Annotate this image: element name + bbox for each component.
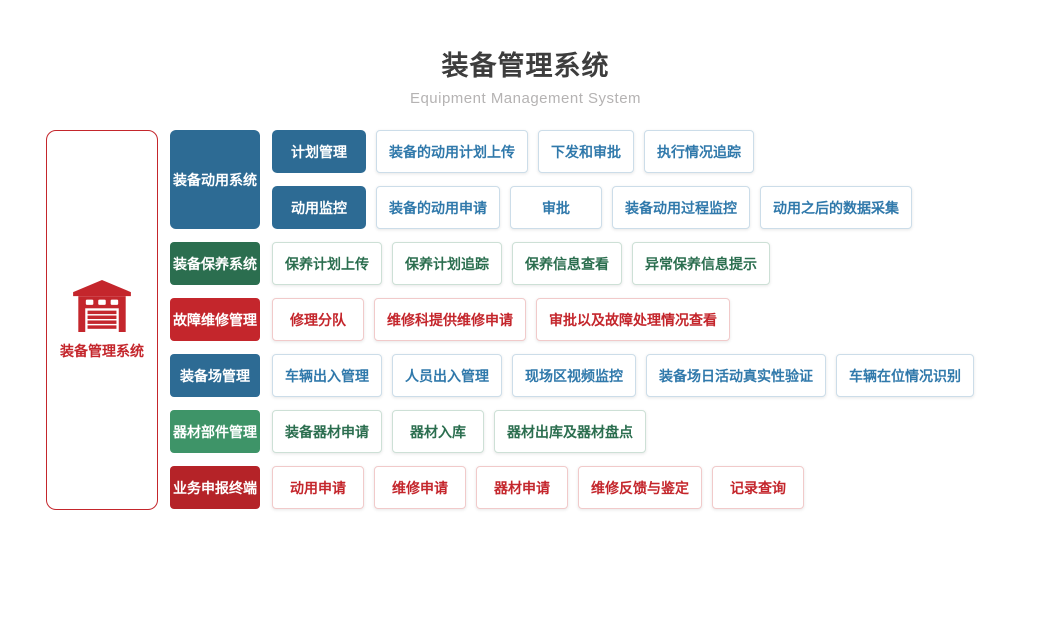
- subcategory-plan-management: 计划管理: [272, 130, 366, 173]
- category-depot-management: 装备场管理: [170, 354, 260, 397]
- feature-item: 现场区视频监控: [512, 354, 636, 397]
- page-subtitle: Equipment Management System: [409, 90, 642, 107]
- module-groups: 装备动用系统计划管理装备的动用计划上传下发和审批执行情况追踪动用监控装备的动用申…: [170, 130, 974, 509]
- header: 装备管理系统 Equipment Management System: [0, 0, 1051, 107]
- feature-item: 装备器材申请: [272, 410, 382, 453]
- feature-item: 保养计划上传: [272, 242, 382, 285]
- subgroup-row-plan-management: 计划管理装备的动用计划上传下发和审批执行情况追踪: [272, 130, 912, 173]
- subgroup-column: 计划管理装备的动用计划上传下发和审批执行情况追踪动用监控装备的动用申请审批装备动…: [272, 130, 912, 229]
- feature-item: 器材入库: [392, 410, 484, 453]
- feature-item: 维修申请: [374, 466, 466, 509]
- subcategory-mobilization-monitoring: 动用监控: [272, 186, 366, 229]
- feature-item: 器材申请: [476, 466, 568, 509]
- group-row-mobilization-system: 装备动用系统计划管理装备的动用计划上传下发和审批执行情况追踪动用监控装备的动用申…: [170, 130, 974, 229]
- feature-item: 保养计划追踪: [392, 242, 502, 285]
- category-maintenance-system: 装备保养系统: [170, 242, 260, 285]
- feature-items: 修理分队维修科提供维修申请审批以及故障处理情况查看: [272, 298, 730, 341]
- feature-items: 动用申请维修申请器材申请维修反馈与鉴定记录查询: [272, 466, 804, 509]
- group-row-maintenance-system: 装备保养系统保养计划上传保养计划追踪保养信息查看异常保养信息提示: [170, 242, 974, 285]
- category-mobilization-system: 装备动用系统: [170, 130, 260, 229]
- feature-item: 记录查询: [712, 466, 804, 509]
- feature-items: 保养计划上传保养计划追踪保养信息查看异常保养信息提示: [272, 242, 770, 285]
- feature-item: 人员出入管理: [392, 354, 502, 397]
- group-row-repair-management: 故障维修管理修理分队维修科提供维修申请审批以及故障处理情况查看: [170, 298, 974, 341]
- root-system-label: 装备管理系统: [60, 342, 144, 359]
- category-reporting-terminal: 业务申报终端: [170, 466, 260, 509]
- feature-items: 车辆出入管理人员出入管理现场区视频监控装备场日活动真实性验证车辆在位情况识别: [272, 354, 974, 397]
- feature-item: 动用申请: [272, 466, 364, 509]
- feature-item: 下发和审批: [538, 130, 634, 173]
- subgroup-row-mobilization-monitoring: 动用监控装备的动用申请审批装备动用过程监控动用之后的数据采集: [272, 186, 912, 229]
- category-repair-management: 故障维修管理: [170, 298, 260, 341]
- feature-item: 装备场日活动真实性验证: [646, 354, 826, 397]
- feature-item: 装备的动用申请: [376, 186, 500, 229]
- feature-item: 车辆出入管理: [272, 354, 382, 397]
- feature-item: 车辆在位情况识别: [836, 354, 974, 397]
- feature-item: 异常保养信息提示: [632, 242, 770, 285]
- feature-item: 动用之后的数据采集: [760, 186, 912, 229]
- group-row-materials-management: 器材部件管理装备器材申请器材入库器材出库及器材盘点: [170, 410, 974, 453]
- feature-item: 装备的动用计划上传: [376, 130, 528, 173]
- feature-item: 器材出库及器材盘点: [494, 410, 646, 453]
- feature-items: 装备的动用申请审批装备动用过程监控动用之后的数据采集: [376, 186, 912, 229]
- feature-items: 装备器材申请器材入库器材出库及器材盘点: [272, 410, 646, 453]
- page-title: 装备管理系统: [441, 51, 610, 81]
- feature-item: 执行情况追踪: [644, 130, 754, 173]
- feature-items: 装备的动用计划上传下发和审批执行情况追踪: [376, 130, 754, 173]
- feature-item: 保养信息查看: [512, 242, 622, 285]
- feature-item: 维修科提供维修申请: [374, 298, 526, 341]
- warehouse-icon: [73, 279, 131, 332]
- system-diagram: 装备管理系统 装备动用系统计划管理装备的动用计划上传下发和审批执行情况追踪动用监…: [0, 130, 1051, 510]
- category-materials-management: 器材部件管理: [170, 410, 260, 453]
- feature-item: 审批以及故障处理情况查看: [536, 298, 730, 341]
- group-row-depot-management: 装备场管理车辆出入管理人员出入管理现场区视频监控装备场日活动真实性验证车辆在位情…: [170, 354, 974, 397]
- group-row-reporting-terminal: 业务申报终端动用申请维修申请器材申请维修反馈与鉴定记录查询: [170, 466, 974, 509]
- feature-item: 装备动用过程监控: [612, 186, 750, 229]
- feature-item: 修理分队: [272, 298, 364, 341]
- feature-item: 审批: [510, 186, 602, 229]
- root-system-box: 装备管理系统: [46, 130, 158, 510]
- feature-item: 维修反馈与鉴定: [578, 466, 702, 509]
